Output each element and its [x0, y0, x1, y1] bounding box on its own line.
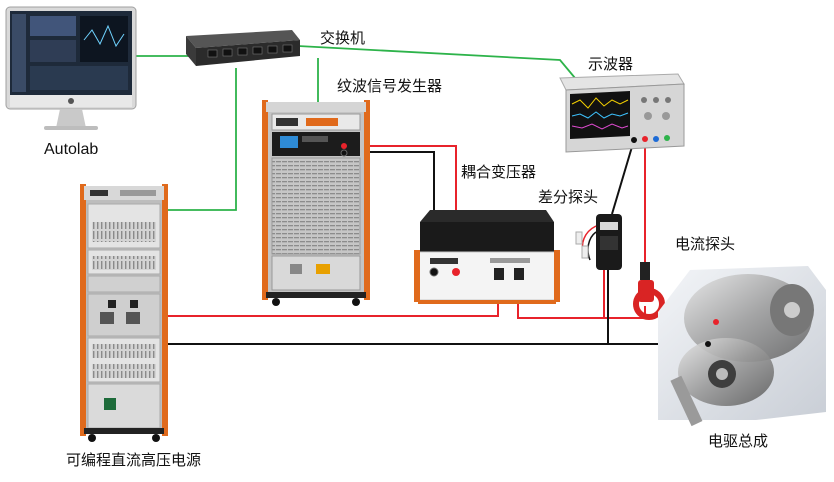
oscilloscope-label: 示波器: [588, 55, 634, 73]
autolab-label: Autolab: [44, 141, 99, 158]
oscilloscope: [559, 73, 685, 153]
edrive-assembly-label: 电驱总成: [708, 432, 769, 450]
edrive-assembly: [658, 266, 826, 427]
apple-logo-icon: [68, 98, 74, 104]
current-probe: [633, 262, 666, 320]
hv-dc-supply-label: 可编程直流高压电源: [66, 451, 202, 469]
negative-wires: [156, 139, 706, 345]
coupling-transformer: [414, 210, 560, 304]
differential-probe-label: 差分探头: [538, 188, 599, 206]
differential-probe: [575, 214, 622, 270]
network-switch: [186, 30, 300, 66]
ripple-signal-generator: [262, 100, 370, 306]
switch-label: 交换机: [320, 29, 366, 47]
current-probe-label: 电流探头: [675, 235, 736, 253]
hv-dc-power-supply: [80, 184, 168, 442]
coupling-transformer-label: 耦合变压器: [461, 163, 537, 181]
autolab-computer: [5, 6, 137, 130]
ripple-generator-label: 纹波信号发生器: [337, 77, 443, 95]
